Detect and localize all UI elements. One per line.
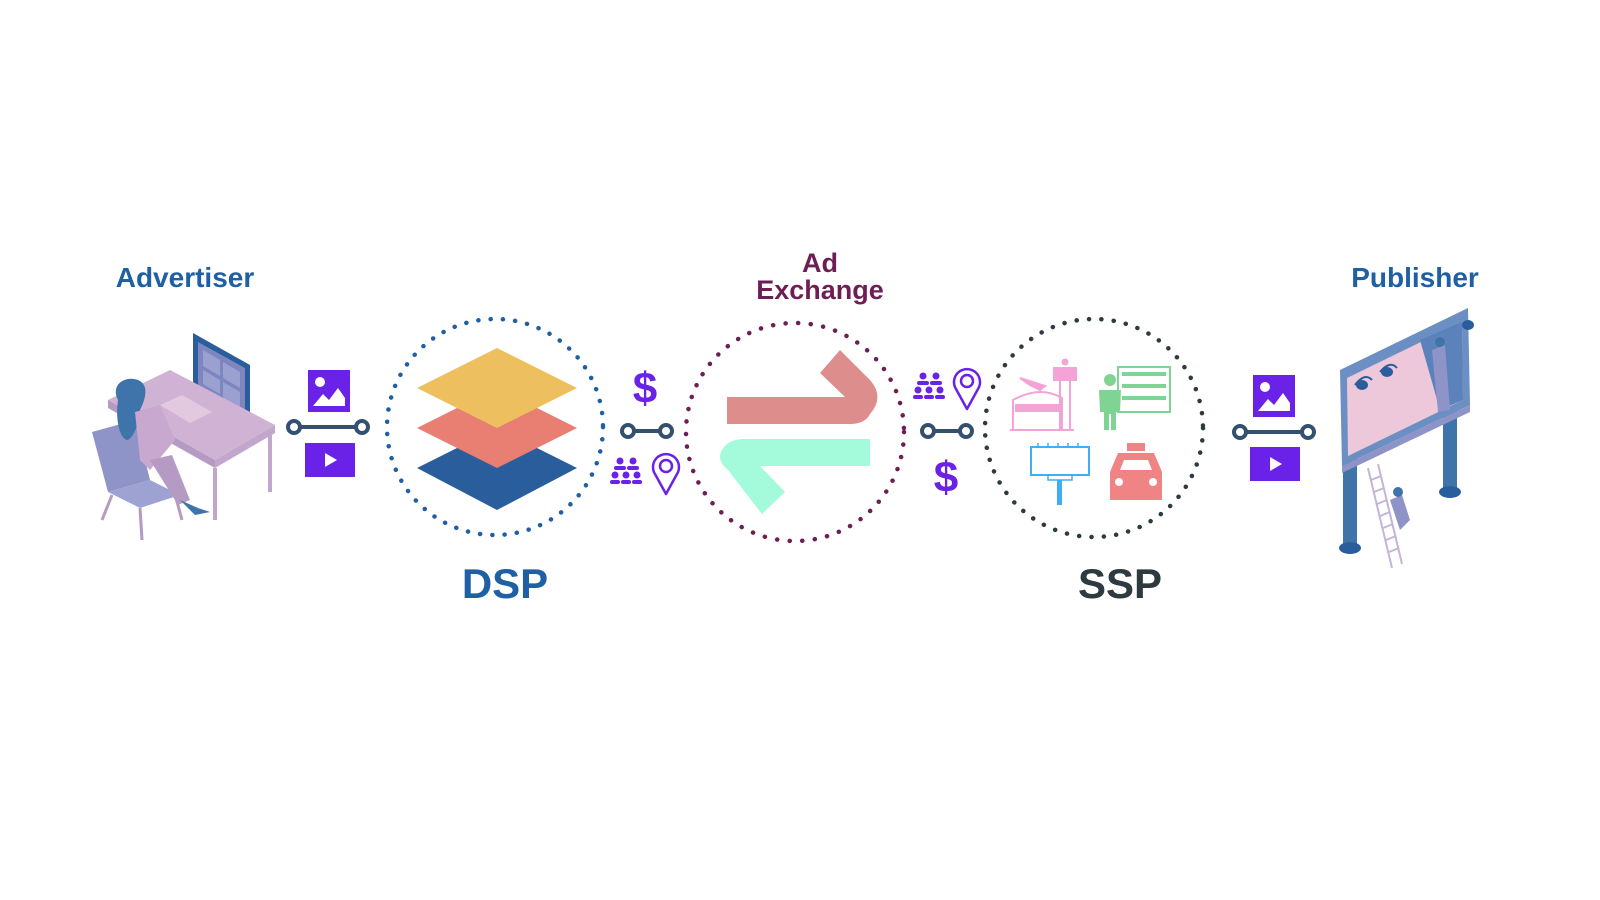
publisher-label: Publisher <box>1351 262 1479 293</box>
chair <box>92 420 150 492</box>
ssp-node <box>982 316 1206 540</box>
arrow-left <box>720 439 870 514</box>
shopkeeper-icon <box>1099 366 1171 430</box>
video-play-icon <box>1250 447 1300 481</box>
ssp-dotted-ring <box>982 316 1206 540</box>
location-pin-icon <box>651 452 681 496</box>
taxi-icon <box>1110 443 1162 500</box>
dollar-icon: $ <box>633 364 657 413</box>
connector-icon <box>286 419 370 435</box>
airport-icon <box>1010 358 1077 431</box>
link-adx-ssp: $ <box>913 367 982 502</box>
location-pin-icon <box>952 367 982 411</box>
ad-exchange-label: Ad Exchange <box>720 250 920 304</box>
image-icon <box>1253 375 1295 417</box>
person <box>115 378 146 440</box>
billboard-post <box>1343 450 1357 545</box>
ssp-label: SSP <box>1077 560 1163 607</box>
adx-dotted-ring <box>683 320 907 544</box>
arrow-right <box>727 350 878 424</box>
dsp-node <box>384 316 606 538</box>
link-ssp-publisher <box>1232 375 1316 481</box>
dsp-dotted-ring <box>384 316 606 538</box>
ad-exchange-label-line1: Ad <box>802 248 838 278</box>
image-icon <box>308 370 350 412</box>
connector-icon <box>920 423 974 439</box>
dsp-label: DSP <box>461 560 549 607</box>
advertiser-label: Advertiser <box>115 262 255 293</box>
audience-icon <box>610 457 642 484</box>
billboard-icon <box>1030 443 1090 505</box>
link-dsp-adx: $ <box>610 364 681 496</box>
link-advertiser-dsp <box>286 370 370 477</box>
audience-icon <box>913 372 945 399</box>
ad-exchange-node <box>683 320 907 544</box>
person-at-desk-illustration <box>92 333 275 541</box>
stacked-layers-icon <box>417 348 577 510</box>
ad-exchange-label-line2: Exchange <box>756 275 884 305</box>
exchange-arrows-icon <box>720 350 878 514</box>
video-play-icon <box>305 443 355 477</box>
billboard-workers-illustration <box>1339 308 1474 569</box>
ladder <box>1367 463 1403 569</box>
connector-icon <box>1232 424 1316 440</box>
connector-icon <box>620 423 674 439</box>
billboard-post <box>1443 405 1457 490</box>
dollar-icon: $ <box>934 453 958 502</box>
